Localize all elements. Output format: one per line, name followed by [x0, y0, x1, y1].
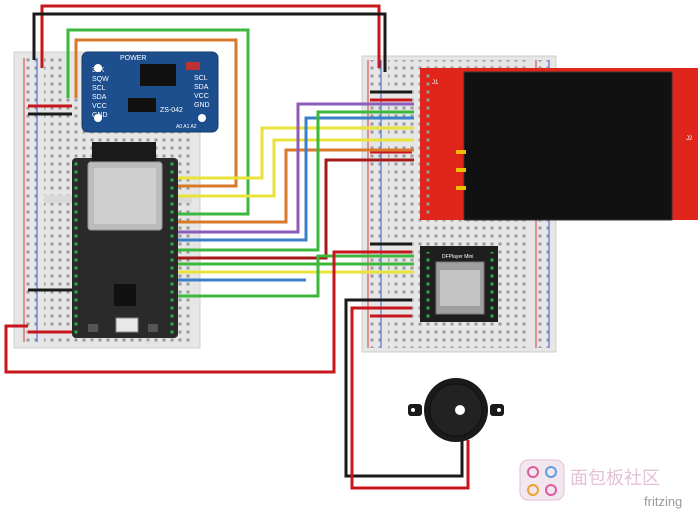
- rtc-model-label: ZS-042: [160, 107, 183, 114]
- rtc-pin-scl: SCL: [92, 85, 106, 92]
- esp32-boot-label: Boot: [144, 340, 155, 346]
- rtc-pin-sda: SDA: [92, 94, 107, 101]
- watermark: 面包板社区 fritzing: [519, 459, 682, 509]
- rtc-rpin-sda: SDA: [194, 84, 209, 91]
- rtc-pin-gnd: GND: [92, 112, 108, 119]
- tft-j2-label: J2: [686, 136, 693, 142]
- rtc-power-label: POWER: [120, 55, 146, 62]
- rtc-pin-32k: 32K: [92, 67, 105, 74]
- esp32-en-label: EN: [86, 340, 93, 346]
- rtc-pin-sqw: SQW: [92, 76, 109, 83]
- tft-display: J1 J2: [420, 68, 698, 221]
- rtc-rpin-scl: SCL: [194, 75, 208, 82]
- tft-j1-label: J1: [432, 80, 439, 86]
- fritzing-label: fritzing: [644, 494, 682, 509]
- dfplayer-title: DFPlayer Mini: [442, 254, 473, 260]
- power-rail-wires: [28, 4, 412, 334]
- esp32-board: EN Boot: [72, 142, 178, 346]
- rtc-pin-vcc: VCC: [92, 103, 107, 110]
- watermark-logo-icon: [519, 459, 565, 501]
- rtc-addr-label: A0 A1 A2: [176, 124, 197, 130]
- rtc-module: POWER 32K SQW SCL SDA VCC GND SCL SDA VC…: [81, 51, 219, 133]
- rtc-rpin-vcc: VCC: [194, 93, 209, 100]
- rtc-rpin-gnd: GND: [194, 102, 210, 109]
- signal-wires: [178, 102, 414, 298]
- bottom-wires: [4, 250, 470, 490]
- dfplayer-module: DFPlayer Mini: [420, 246, 498, 322]
- watermark-cn-text: 面包板社区: [570, 468, 660, 488]
- buzzer: [408, 378, 504, 442]
- rtc-wires: [66, 28, 250, 216]
